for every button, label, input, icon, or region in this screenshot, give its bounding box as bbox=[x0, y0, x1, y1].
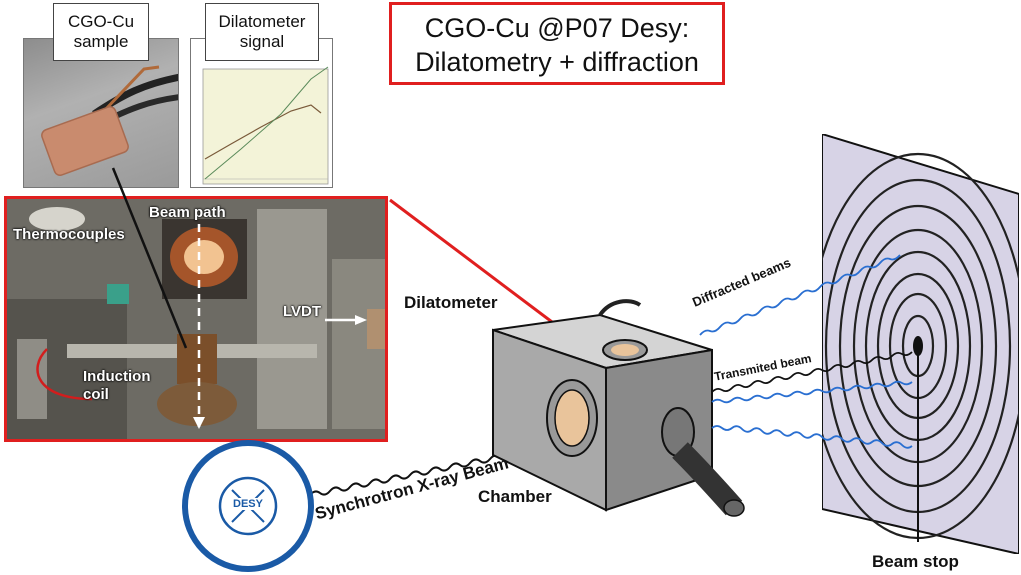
title-line-1: CGO-Cu @P07 Desy: bbox=[424, 13, 690, 43]
sample-label: CGO-Cu sample bbox=[53, 3, 149, 61]
dilatometer-pointer-line bbox=[389, 198, 573, 339]
sample-illustration bbox=[41, 65, 178, 176]
thermocouples-label: Thermocouples bbox=[13, 226, 125, 243]
beam-path-label: Beam path bbox=[149, 204, 226, 221]
dilatometer-signal-label: Dilatometer signal bbox=[205, 3, 319, 61]
transmitted-beam-wave bbox=[711, 351, 913, 393]
sample-label-line-1: CGO-Cu bbox=[67, 12, 135, 31]
dilatometer-signal-screenshot bbox=[190, 38, 333, 188]
detector-screen bbox=[822, 134, 1019, 554]
induction-coil-label: Induction coil bbox=[83, 368, 151, 404]
beam-stop-dot bbox=[913, 336, 923, 356]
chamber-box bbox=[492, 299, 745, 517]
setup-photo-illustration bbox=[7, 199, 385, 439]
title-line-2: Dilatometry + diffraction bbox=[415, 47, 699, 77]
chamber-label: Chamber bbox=[478, 487, 552, 506]
desy-logo-text: DESY bbox=[230, 498, 266, 510]
beam-stop-label: Beam stop bbox=[872, 552, 959, 571]
sample-label-line-2: sample bbox=[73, 32, 129, 51]
dilatometer-signal-label-line-2: signal bbox=[239, 32, 285, 51]
dilatometer-label: Dilatometer bbox=[404, 293, 498, 312]
figure-title: CGO-Cu @P07 Desy: Dilatometry + diffract… bbox=[389, 2, 725, 85]
lvdt-label: LVDT bbox=[283, 303, 322, 320]
dilatometer-signal-plot bbox=[202, 66, 329, 185]
induction-coil-label-line-2: coil bbox=[83, 386, 109, 403]
dilatometer-signal-label-line-1: Dilatometer bbox=[218, 12, 306, 31]
setup-photo-annotations bbox=[193, 224, 367, 429]
induction-coil-label-line-1: Induction bbox=[83, 368, 151, 385]
diffracted-beams-waves bbox=[699, 254, 913, 449]
sample-pointer-line bbox=[111, 167, 188, 349]
setup-photo: Beam path Thermocouples LVDT Induction c… bbox=[4, 196, 388, 442]
